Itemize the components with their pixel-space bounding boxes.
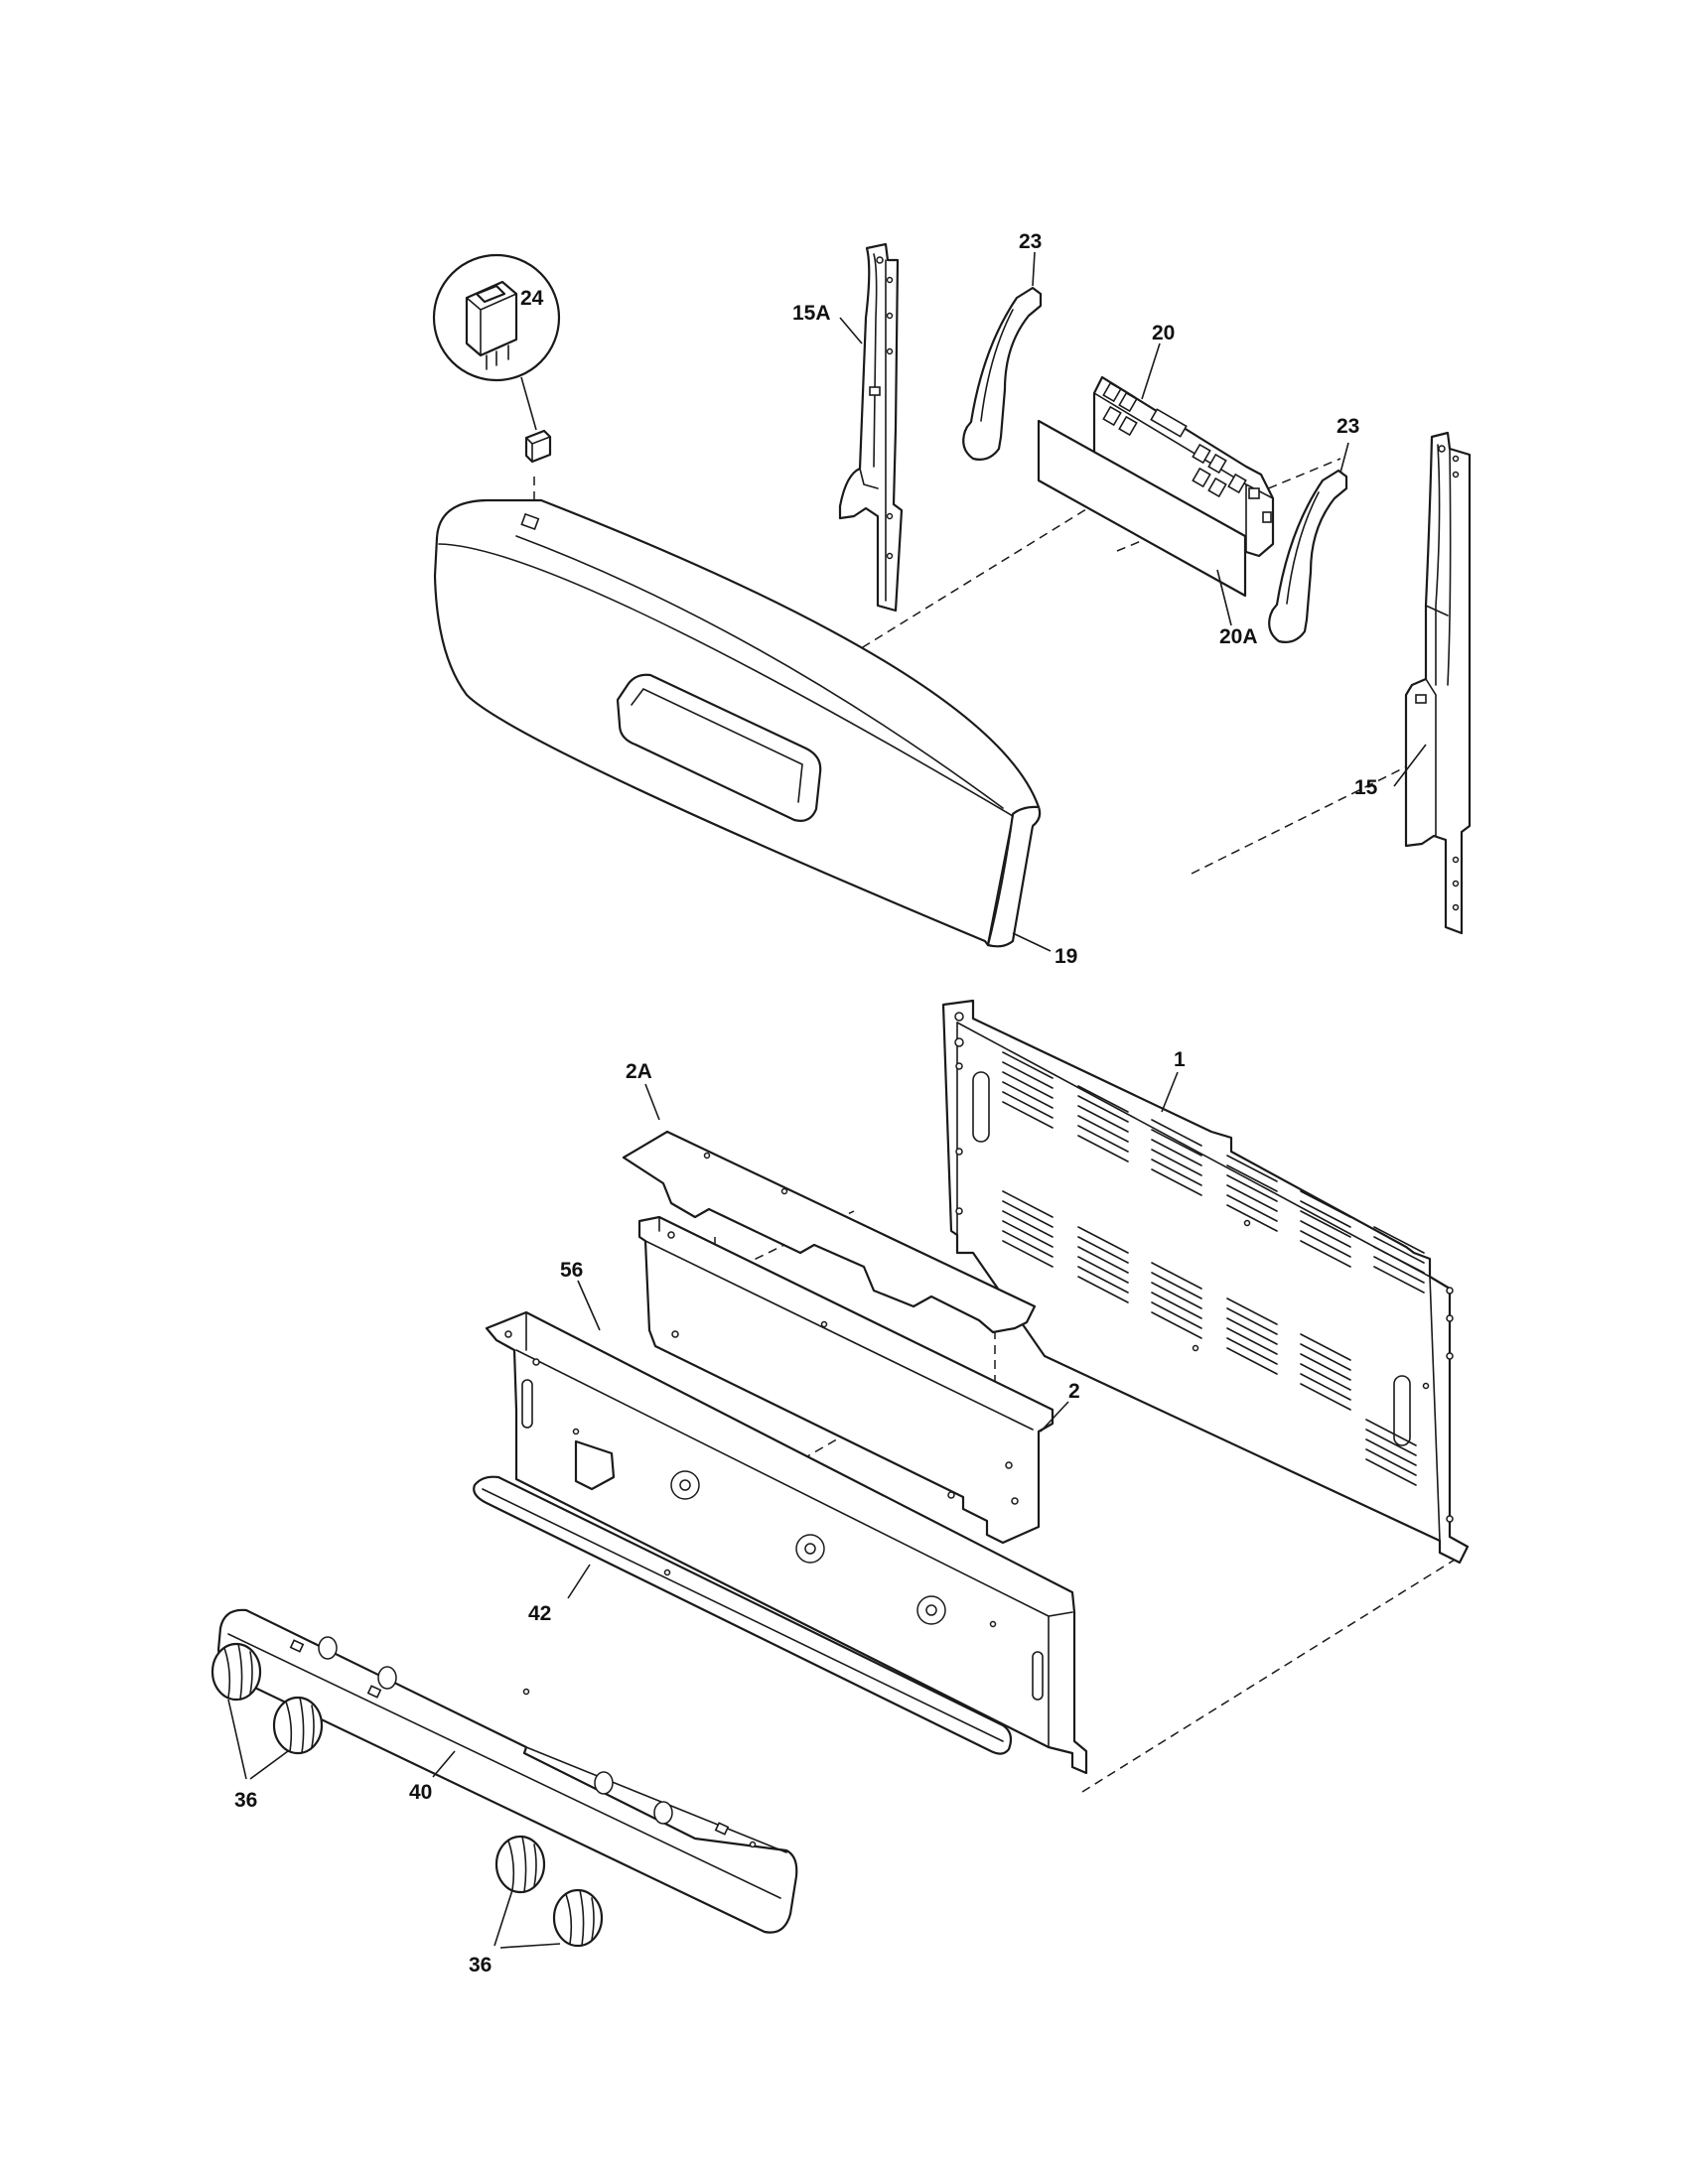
left-side-bracket (838, 242, 904, 613)
knob-4 (552, 1888, 604, 1948)
callout-19: 19 (1055, 945, 1077, 968)
callout-20a: 20A (1219, 625, 1258, 648)
callout-42: 42 (528, 1602, 551, 1625)
insulation-strip (622, 1083, 1037, 1334)
callout-20: 20 (1152, 322, 1175, 344)
control-panel-backguard (433, 498, 1052, 952)
trim-strip (473, 1475, 1013, 1755)
callout-23-upper: 23 (1019, 230, 1042, 253)
callout-2: 2 (1068, 1380, 1080, 1403)
callout-23-lower: 23 (1336, 415, 1359, 438)
rear-louvered-panel (941, 999, 1470, 1565)
callout-15: 15 (1354, 776, 1378, 799)
callout-36-right: 36 (469, 1954, 492, 1977)
right-side-bracket (1393, 431, 1472, 935)
electronic-clock-control (1037, 342, 1275, 626)
callout-labels: 24 15A 23 20 23 20A 15 19 1 2A 56 2 42 4… (234, 230, 1378, 1977)
manifold-panel (485, 1280, 1088, 1775)
callout-56: 56 (560, 1259, 583, 1282)
knob-2 (272, 1696, 324, 1755)
switch-magnified-inset (432, 253, 561, 464)
callout-1: 1 (1174, 1048, 1186, 1071)
callout-2a: 2A (626, 1060, 652, 1083)
callout-40: 40 (409, 1781, 432, 1804)
knob-3 (494, 1835, 546, 1894)
callout-24: 24 (520, 287, 544, 310)
retainer-clip-lower (1268, 442, 1349, 643)
knob-1 (211, 1642, 262, 1702)
retainer-clip-upper (962, 251, 1043, 461)
callout-15a: 15A (792, 302, 831, 325)
louver-slots (1002, 1051, 1425, 1486)
callout-36-left: 36 (234, 1789, 257, 1812)
heat-shield-panel (637, 1215, 1069, 1545)
control-knobs (211, 1642, 604, 1949)
